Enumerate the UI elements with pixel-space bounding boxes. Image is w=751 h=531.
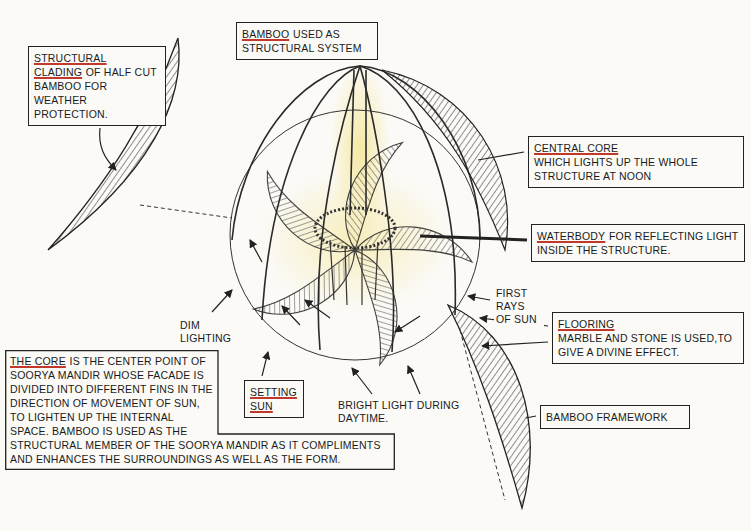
annotation-box: WATERBODYFOR REFLECTING LIGHT INSIDE THE… (531, 224, 745, 262)
annotation-heading: BAMBOO (242, 28, 289, 40)
leader-line (526, 416, 536, 418)
core-column (345, 246, 347, 305)
light-arrow (250, 240, 262, 262)
bamboo-rib (360, 66, 394, 352)
light-arrow (408, 366, 420, 394)
annotation-text: BAMBOO FRAMEWORK (546, 411, 668, 423)
annotation-box: CENTRAL COREWHICH LIGHTS UP THE WHOLE ST… (528, 136, 744, 188)
fin (344, 243, 414, 365)
annotation-box: BAMBOO FRAMEWORK (540, 405, 690, 429)
annotation-heading: FLOORING (558, 318, 614, 330)
bamboo-rib (318, 66, 360, 350)
sun-label: BRIGHT LIGHT DURING DAYTIME. (336, 398, 478, 426)
annotation-heading: WATERBODY (537, 230, 605, 242)
core-column (330, 240, 334, 300)
light-arrow (352, 368, 372, 394)
structure-outline (230, 110, 480, 360)
cladding-fin (382, 70, 508, 250)
sun-label: DIM LIGHTING (178, 318, 236, 346)
sun-label: FIRST RAYS OF SUN (494, 286, 544, 327)
leader-line (468, 296, 490, 300)
fin (253, 240, 368, 337)
annotation-box: BAMBOOUSED AS STRUCTURAL SYSTEM (236, 22, 378, 60)
leader-line (100, 128, 116, 170)
annotation-text: MARBLE AND STONE IS USED,TO GIVE A DIVIN… (558, 331, 738, 359)
dashed-guide (140, 205, 232, 218)
annotation-text: WHICH LIGHTS UP THE WHOLE STRUCTURE AT N… (534, 155, 738, 183)
annotation-box: FLOORINGMARBLE AND STONE IS USED,TO GIVE… (552, 312, 744, 364)
light-arrow (395, 316, 420, 332)
leader-line (420, 236, 527, 240)
annotation-heading: CENTRAL CORE (534, 142, 618, 154)
light-arrow (262, 352, 268, 376)
annotation-heading: THE CORE (10, 355, 66, 367)
leader-line (478, 152, 524, 160)
annotation-text: SETTING SUN (250, 386, 297, 412)
light-arrow (212, 290, 232, 312)
core-ring (315, 208, 395, 248)
light-arrow (282, 306, 300, 325)
bamboo-rib (232, 66, 360, 240)
core-column (361, 247, 362, 305)
core-column (375, 242, 378, 300)
bamboo-rib (365, 70, 367, 215)
annotation-box: STRUCTURAL CLADINGOF HALF CUT BAMBOO FOR… (28, 46, 166, 126)
bamboo-rib (262, 66, 360, 320)
light-arrow (305, 300, 330, 318)
leader-line (482, 342, 548, 346)
annotation-box: SETTING SUN (244, 380, 304, 418)
bamboo-rib (350, 70, 354, 215)
